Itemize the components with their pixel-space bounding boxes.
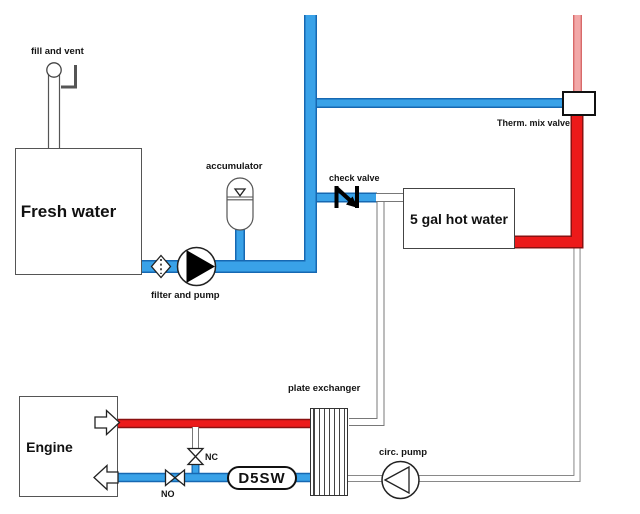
hot-water-tank: 5 gal hot water xyxy=(403,188,515,249)
circ-pump-icon xyxy=(381,460,420,500)
d5sw-label: D5SW xyxy=(238,469,286,487)
no-valve-label: NO xyxy=(161,489,175,499)
hot-water-tank-label: 5 gal hot water xyxy=(409,210,509,227)
no-valve-icon xyxy=(164,468,186,487)
nc-valve-icon xyxy=(186,447,205,466)
check-valve-icon xyxy=(334,186,359,208)
check-valve-label: check valve xyxy=(329,173,380,183)
therm-mix-valve-label: Therm. mix valve xyxy=(496,118,570,128)
vent-pipe-icon xyxy=(61,65,77,89)
tank-loop-down-pipe xyxy=(349,197,385,426)
accumulator-icon xyxy=(226,177,254,231)
circ-pump-label: circ. pump xyxy=(379,447,428,458)
thermostatic-mix-valve-icon xyxy=(562,91,596,116)
accumulator-label: accumulator xyxy=(206,161,263,172)
engine-out-arrow-icon xyxy=(94,409,121,436)
engine-in-arrow-icon xyxy=(93,464,119,491)
hot-outlet-riser-pipe xyxy=(515,115,584,249)
fill-pipe-icon xyxy=(46,62,62,148)
filter-icon xyxy=(150,254,172,279)
fresh-water-tank-label: Fresh water xyxy=(20,201,117,221)
pump-to-riser-pipe xyxy=(417,240,581,482)
plate-exchanger-label: plate exchanger xyxy=(288,383,361,394)
fill-and-vent-label: fill and vent xyxy=(31,46,84,57)
filter-and-pump-label: filter and pump xyxy=(151,290,220,301)
nc-valve-label: NC xyxy=(205,452,218,462)
pump-icon xyxy=(176,246,217,287)
fresh-water-tank: Fresh water xyxy=(15,148,142,275)
d5sw-pump-capsule: D5SW xyxy=(227,466,297,490)
plate-exchanger-icon xyxy=(310,408,348,496)
engine-label: Engine xyxy=(26,438,73,455)
